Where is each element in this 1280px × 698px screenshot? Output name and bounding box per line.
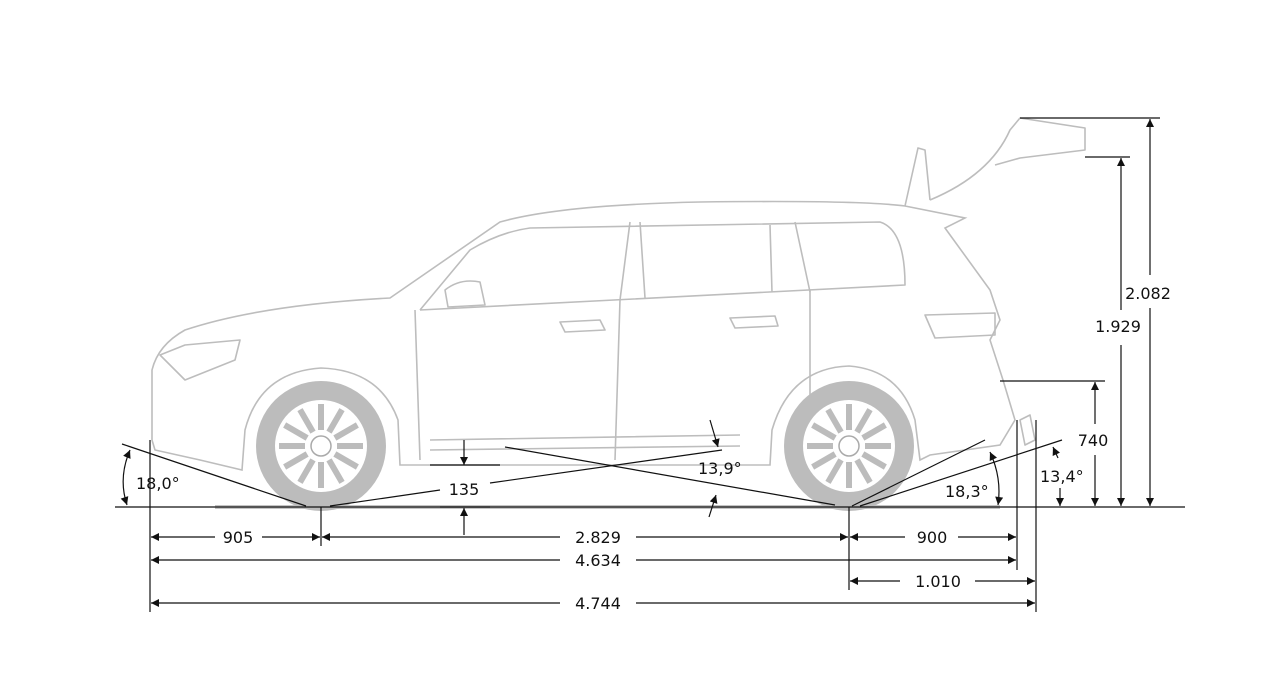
wheel-spoke [811,422,837,441]
angle-dimensions: 18,0° 13,9° 18,3° 13,4° [120,419,1084,518]
front-wheel [256,381,386,511]
wheel-spoke [297,408,316,434]
breakover-angle-label: 13,9° [698,459,742,478]
wheel-spoke [861,451,887,470]
length-dimensions: 905 2.829 900 4.634 1.010 4.744 [151,528,1035,613]
car-body [151,200,1016,471]
vehicle-side-view [151,117,1086,511]
wheel-spoke [297,458,316,484]
rear-axle-to-hitch-label: 1.010 [915,572,961,591]
reference-lines [115,117,1185,612]
wheel-spoke [854,408,873,434]
rear-wheel [784,381,914,511]
wheel-spoke [861,422,887,441]
wheel-spoke [326,458,345,484]
rear-overhang-label: 900 [917,528,948,547]
wheel-spoke [333,422,359,441]
wheel-spoke [811,451,837,470]
wheel-spoke [825,458,844,484]
departure-angle-hitch-label: 13,4° [1040,467,1084,486]
window-line [419,221,906,311]
height-tailgate-upper-label: 2.082 [1125,284,1171,303]
departure-angle-label: 18,3° [945,482,989,501]
height-dimensions: 135 740 1.929 2.082 [449,119,1171,535]
wheel-spoke [333,451,359,470]
wheel-spoke [283,451,309,470]
rear-bumper-height-label: 740 [1078,431,1109,450]
wheel-spoke [326,408,345,434]
ground-clearance-label: 135 [449,480,480,499]
wheel-spoke [283,422,309,441]
overall-length-label: 4.634 [575,551,621,570]
front-overhang-label: 905 [223,528,254,547]
wheelbase-label: 2.829 [575,528,621,547]
approach-angle-label: 18,0° [136,474,180,493]
wheel-spoke [825,408,844,434]
overall-length-hitch-label: 4.744 [575,594,621,613]
height-tailgate-lower-label: 1.929 [1095,317,1141,336]
wheel-spoke [854,458,873,484]
